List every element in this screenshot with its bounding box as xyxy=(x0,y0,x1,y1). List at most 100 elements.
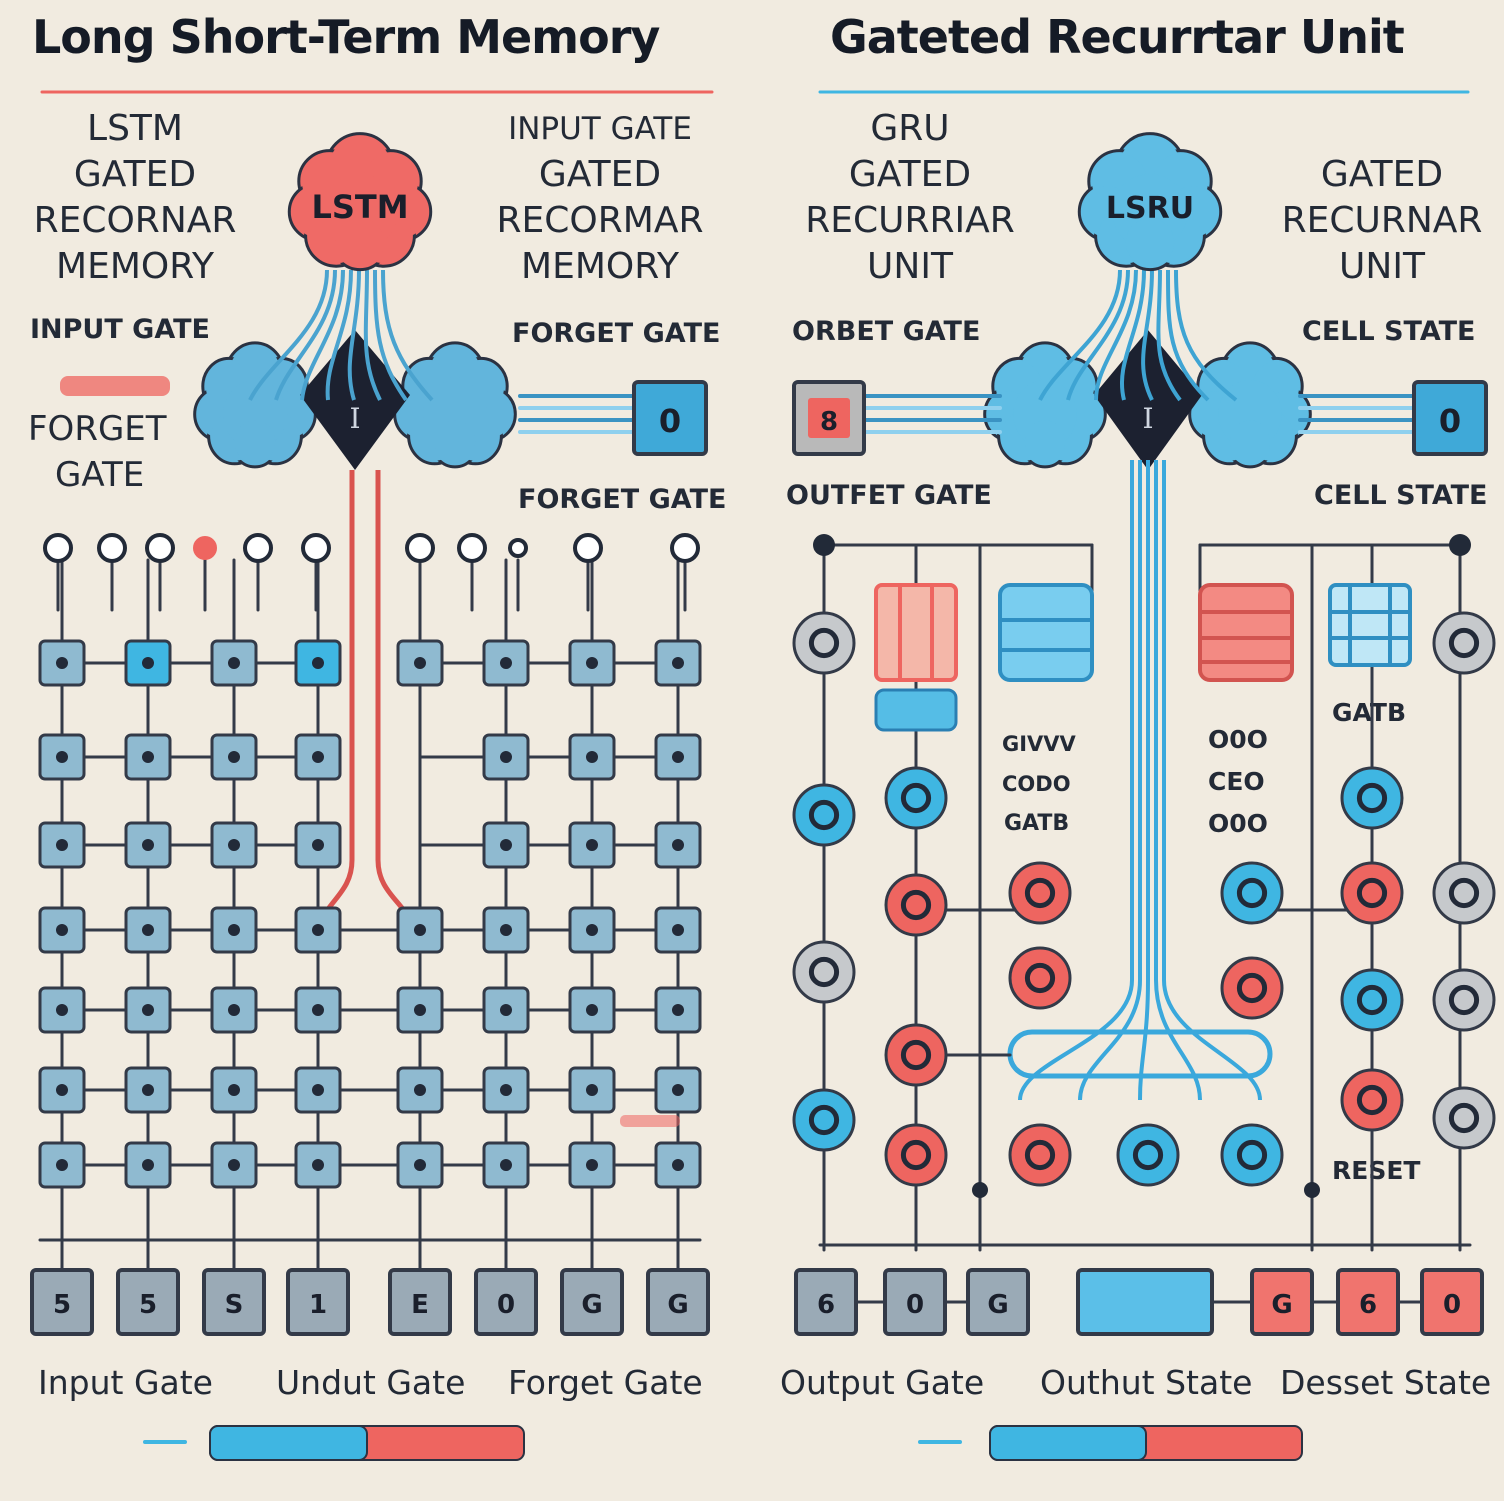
brain-lobe xyxy=(393,386,445,442)
brain-lobe-fill xyxy=(1082,186,1134,238)
brain-lobe xyxy=(317,169,403,255)
gru-bottom-label: Output Gate xyxy=(780,1363,985,1402)
square-node-dot xyxy=(414,924,426,936)
gru-code-label: O0O xyxy=(1208,809,1268,838)
brain-lobe-fill xyxy=(1264,391,1308,438)
brain-lobe xyxy=(401,356,457,416)
gru-gatb-right-label: GATB xyxy=(1332,698,1407,727)
lstm-gate-node xyxy=(124,821,172,869)
brain-lobe xyxy=(331,213,389,272)
lstm-fiber xyxy=(373,269,408,402)
lstm-gate-node xyxy=(210,1066,258,1114)
square-node-dot xyxy=(500,751,512,763)
gru-ring-node xyxy=(1220,861,1284,925)
gru-ring-node xyxy=(1008,946,1072,1010)
square-node-dot xyxy=(312,1084,324,1096)
brain-lobe xyxy=(1037,406,1093,466)
gru-ring-node xyxy=(1220,1123,1284,1187)
lstm-bottom-cell-label: E xyxy=(411,1290,429,1320)
gru-fiber xyxy=(1156,269,1182,402)
gru-trunk-blue xyxy=(1138,460,1150,1101)
brain-lobe xyxy=(1020,415,1070,469)
gru-bottom-cell xyxy=(1250,1268,1314,1336)
brain-lobe xyxy=(997,406,1053,466)
brain-lobe xyxy=(230,415,280,469)
brain-lobe-fill xyxy=(376,186,428,238)
lstm-gate-node xyxy=(38,1066,86,1114)
square-node-dot xyxy=(586,1159,598,1171)
gru-junction-dot xyxy=(1304,1182,1320,1198)
lstm-gate-node xyxy=(482,1066,530,1114)
brain-lobe-fill xyxy=(1048,361,1095,412)
ring-node-inner xyxy=(1356,1084,1388,1116)
gru-progress-track xyxy=(989,1425,1303,1461)
brain-lobe xyxy=(465,386,517,442)
gru-trunk-blue xyxy=(1078,460,1142,1101)
lstm-gate-node xyxy=(124,639,172,687)
brain-lobe-fill xyxy=(434,420,476,464)
gru-ring-node xyxy=(792,940,856,1004)
gru-input-box-label: 8 xyxy=(820,407,838,437)
brain-lobe xyxy=(983,386,1035,442)
lstm-gate-node xyxy=(38,821,86,869)
lstm-bottom-label: Input Gate xyxy=(38,1363,213,1402)
gru-fiber xyxy=(1166,269,1210,402)
gru-bottom-cell xyxy=(1076,1268,1214,1336)
gru-bottom-cell-label: 6 xyxy=(1359,1290,1377,1320)
gru-fiber xyxy=(1141,269,1154,401)
lstm-bottom-cell xyxy=(646,1268,710,1336)
gru-gate-block-red xyxy=(1198,583,1294,682)
gru-ring-node xyxy=(792,1088,856,1152)
lstm-left-stack-line: LSTM xyxy=(87,108,183,149)
lstm-hub-glyph: I xyxy=(349,402,360,435)
lstm-bottom-cell-label: G xyxy=(667,1290,688,1320)
square-node-dot xyxy=(672,924,684,936)
brain-lobe-fill xyxy=(335,218,385,267)
ring-node-inner xyxy=(1356,782,1388,814)
ring-node-inner xyxy=(808,627,840,659)
brain-lobe-fill xyxy=(292,186,344,238)
brain-lobe-fill xyxy=(411,411,458,461)
lstm-red-smudge xyxy=(620,1115,680,1127)
brain-lobe-fill xyxy=(1125,218,1175,267)
gru-bottom-cell-label: G xyxy=(1271,1290,1292,1320)
ring-node-inner xyxy=(808,799,840,831)
brain-lobe xyxy=(1248,356,1304,416)
lstm-fiber xyxy=(363,269,382,401)
brain-lobe xyxy=(407,406,463,466)
gru-bottom-cell xyxy=(1420,1268,1484,1336)
square-node-dot xyxy=(500,657,512,669)
ring-node-inner xyxy=(1448,1102,1480,1134)
brain-lobe xyxy=(1225,415,1275,469)
lstm-gate-node xyxy=(294,639,342,687)
square-node-dot xyxy=(312,839,324,851)
brain-lobe-fill xyxy=(405,361,452,412)
lstm-left-stack-line: RECORNAR xyxy=(33,200,237,241)
lstm-bottom-cell-label: S xyxy=(225,1290,244,1320)
brain-lobe-fill xyxy=(1013,380,1077,449)
lstm-gate-node xyxy=(654,639,702,687)
lstm-gate-node xyxy=(482,1141,530,1189)
lstm-bottom-cell xyxy=(30,1268,94,1336)
brain-lobe xyxy=(193,386,245,442)
gru-input-box-inner xyxy=(808,398,850,438)
square-node-dot xyxy=(414,1004,426,1016)
brain-lobe-fill xyxy=(308,208,364,264)
gru-title: Gateted Recurrtar Unit xyxy=(830,10,1405,64)
brain-lobe xyxy=(1121,213,1179,272)
lstm-gate-node xyxy=(654,821,702,869)
gru-bottom-cell xyxy=(883,1268,947,1336)
brain-lobe xyxy=(1077,181,1138,242)
lstm-gate-node xyxy=(568,639,616,687)
lstm-gate-node xyxy=(396,906,444,954)
brain-lobe xyxy=(1148,149,1213,214)
gru-ring-node xyxy=(884,1123,948,1187)
gru-trunk-blue xyxy=(1154,460,1202,1101)
lstm-gate-node xyxy=(294,986,342,1034)
gru-junction-dot xyxy=(972,1182,988,1198)
square-node-dot xyxy=(672,751,684,763)
ring-node-inner xyxy=(1024,962,1056,994)
brain-lobe-fill xyxy=(211,411,258,461)
square-node-dot xyxy=(586,839,598,851)
lstm-gate-node xyxy=(210,733,258,781)
